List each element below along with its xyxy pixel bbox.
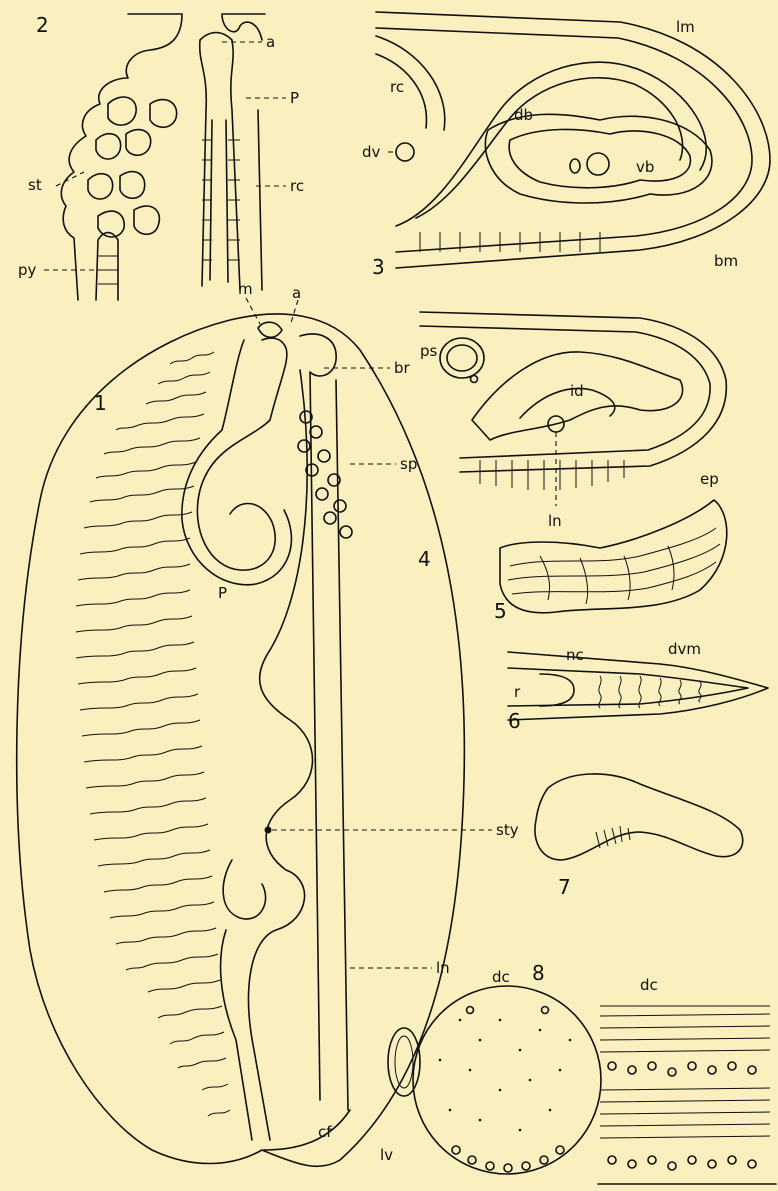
f4-label-ep: ep bbox=[700, 470, 719, 488]
figure-1: 1 m a br sp P sty ln cf bbox=[17, 280, 519, 1166]
figure-3: 3 rc dv db vb lm bm bbox=[362, 12, 770, 279]
f8-label-dc: dc bbox=[492, 968, 510, 986]
f5-cell-network bbox=[508, 528, 720, 604]
f2-lobes bbox=[88, 97, 177, 237]
f3-label-rc: rc bbox=[390, 78, 404, 96]
f1-mouth bbox=[258, 322, 282, 337]
f2-leader-st bbox=[56, 172, 84, 186]
f2-label-a: a bbox=[266, 33, 275, 51]
f3-body-wall bbox=[376, 12, 770, 268]
f4-label-ln: ln bbox=[548, 512, 562, 530]
figure-6: 6 nc dvm r bbox=[508, 640, 768, 733]
f4-label-id: id bbox=[570, 382, 584, 400]
f1-label-ln: ln bbox=[436, 959, 450, 977]
f1-gill-folds bbox=[76, 352, 230, 1116]
f3-label-vb: vb bbox=[636, 158, 654, 176]
f4-label-ps: ps bbox=[420, 342, 438, 360]
f2-label-rc: rc bbox=[290, 177, 304, 195]
f1-digestive-inner bbox=[182, 340, 292, 1140]
f4-ps-inner bbox=[447, 345, 477, 371]
figure-4-number: 4 bbox=[418, 547, 431, 571]
f3-rc-tissue bbox=[376, 36, 445, 130]
f1-label-m: m bbox=[238, 280, 253, 298]
figure-2: 2 a P rc st py bbox=[18, 13, 304, 300]
f4-hatching bbox=[480, 460, 624, 490]
f1-label-br: br bbox=[394, 359, 411, 377]
f8-strata-nuclei bbox=[608, 1062, 756, 1170]
f8-label-lv: lv bbox=[380, 1146, 393, 1164]
f8-stipple bbox=[439, 1019, 572, 1132]
f1-leader-a bbox=[290, 300, 298, 326]
figure-8: 8 dc dc lv bbox=[380, 961, 776, 1184]
f8-strata-lines bbox=[600, 1006, 770, 1138]
f2-hatching bbox=[98, 140, 240, 284]
figure-5-number: 5 bbox=[494, 599, 507, 623]
f3-label-lm: lm bbox=[676, 18, 695, 36]
f1-label-p: P bbox=[218, 584, 227, 602]
figure-7-number: 7 bbox=[558, 875, 571, 899]
f1-label-a: a bbox=[292, 284, 301, 302]
f2-label-py: py bbox=[18, 261, 37, 279]
f3-lumen-circle bbox=[587, 153, 609, 175]
f3-ventral-branch bbox=[485, 114, 712, 203]
f6-label-r: r bbox=[514, 683, 521, 701]
f5-section-outline bbox=[500, 500, 727, 613]
f3-label-db: db bbox=[514, 106, 533, 124]
f1-leader-m bbox=[246, 298, 260, 324]
figure-5: 5 bbox=[494, 500, 727, 623]
f3-label-bm: bm bbox=[714, 252, 738, 270]
f2-intestine bbox=[200, 33, 262, 291]
f7-outline bbox=[535, 774, 743, 860]
f6-notochord bbox=[540, 674, 574, 706]
figure-3-number: 3 bbox=[372, 255, 385, 279]
figure-2-number: 2 bbox=[36, 13, 49, 37]
figure-7: 7 bbox=[535, 774, 743, 899]
f1-label-sty: sty bbox=[496, 821, 519, 839]
f8-cross-section bbox=[413, 986, 601, 1174]
f6-label-dvm: dvm bbox=[668, 640, 701, 658]
f1-label-cf: cf bbox=[318, 1123, 332, 1141]
figure-6-number: 6 bbox=[508, 709, 521, 733]
f6-label-nc: nc bbox=[566, 646, 584, 664]
f2-label-st: st bbox=[28, 176, 42, 194]
f8-label-dc-right: dc bbox=[640, 976, 658, 994]
f1-body-outline bbox=[17, 314, 465, 1166]
figure-8-number: 8 bbox=[532, 961, 545, 985]
f2-pharynx bbox=[96, 233, 118, 301]
f8-nuclei-ring bbox=[452, 1007, 564, 1173]
figure-4: 4 ps id ln ep bbox=[418, 312, 726, 571]
f3-label-dv: dv bbox=[362, 143, 381, 161]
f1-label-sp: sp bbox=[400, 455, 417, 473]
f3-lumen-small bbox=[570, 159, 580, 173]
f1-digestive-canal bbox=[197, 338, 312, 1140]
f4-ps-dot bbox=[471, 376, 478, 383]
f2-label-p: P bbox=[290, 89, 299, 107]
f1-sty-dot bbox=[265, 827, 272, 834]
f3-dorsal-vessel bbox=[396, 143, 414, 161]
